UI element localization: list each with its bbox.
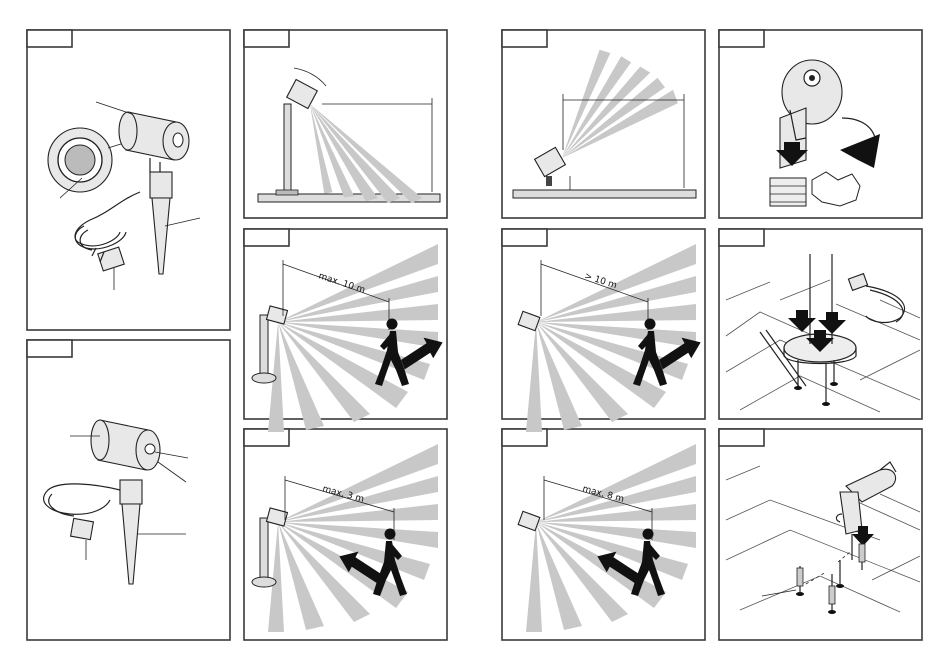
instruction-diagram-sheet: max. 10 m max. 3 m — [0, 0, 950, 670]
